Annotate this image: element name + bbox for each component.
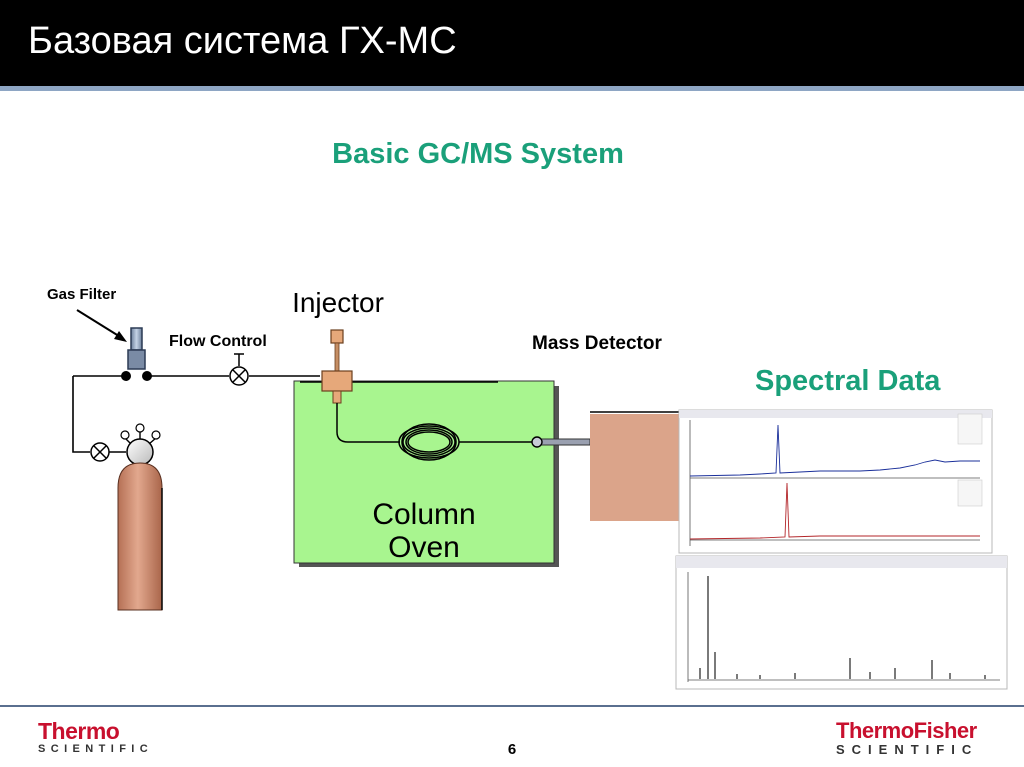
gc-column — [336, 403, 532, 461]
logo-right-sub: SCIENTIFIC — [836, 742, 979, 757]
slide-title: Базовая система ГХ-МС — [28, 20, 457, 62]
thermofisher-scientific-logo: ThermoFisher SCIENTIFIC — [836, 718, 979, 757]
thermo-scientific-logo: Thermo SCIENTIFIC — [38, 719, 153, 756]
column-oven: Column Oven — [293, 380, 559, 567]
column-oven-label-line2: Oven — [388, 531, 460, 564]
footer-divider — [0, 705, 1024, 707]
sim-trace — [689, 482, 980, 540]
logo-right-brand: ThermoFisher — [836, 718, 977, 743]
title-bar: Базовая система ГХ-МС — [0, 0, 1024, 86]
gas-filter-label: Gas Filter — [47, 286, 116, 303]
flow-control-label: Flow Control — [169, 333, 267, 350]
injector-label: Injector — [292, 287, 384, 318]
mass-detector-label: Mass Detector — [532, 333, 662, 354]
spectrum-peaks — [699, 576, 986, 679]
transfer-line — [531, 436, 591, 448]
logo-left-sub: SCIENTIFIC — [38, 743, 154, 755]
injector — [321, 329, 353, 404]
gas-cylinder — [117, 423, 163, 611]
page-number: 6 — [507, 741, 517, 758]
column-oven-label-line1: Column — [372, 498, 475, 531]
cylinder-valve — [90, 442, 110, 462]
chromatogram-window — [678, 409, 993, 554]
flow-control-valve — [229, 353, 249, 386]
gas-lines — [72, 375, 320, 453]
tic-trace — [689, 424, 980, 477]
gcms-diagram: Basic GC/MS System Gas Filter Flow Contr… — [47, 138, 1008, 690]
title-divider — [0, 86, 1024, 91]
spectral-data-label: Spectral Data — [755, 365, 941, 397]
mass-spectrum-window — [675, 555, 1008, 690]
diagram-heading: Basic GC/MS System — [332, 138, 624, 170]
mass-detector — [590, 414, 682, 521]
gas-filter — [121, 327, 152, 381]
gas-filter-arrow — [76, 309, 127, 342]
logo-left-brand: Thermo — [38, 718, 120, 744]
